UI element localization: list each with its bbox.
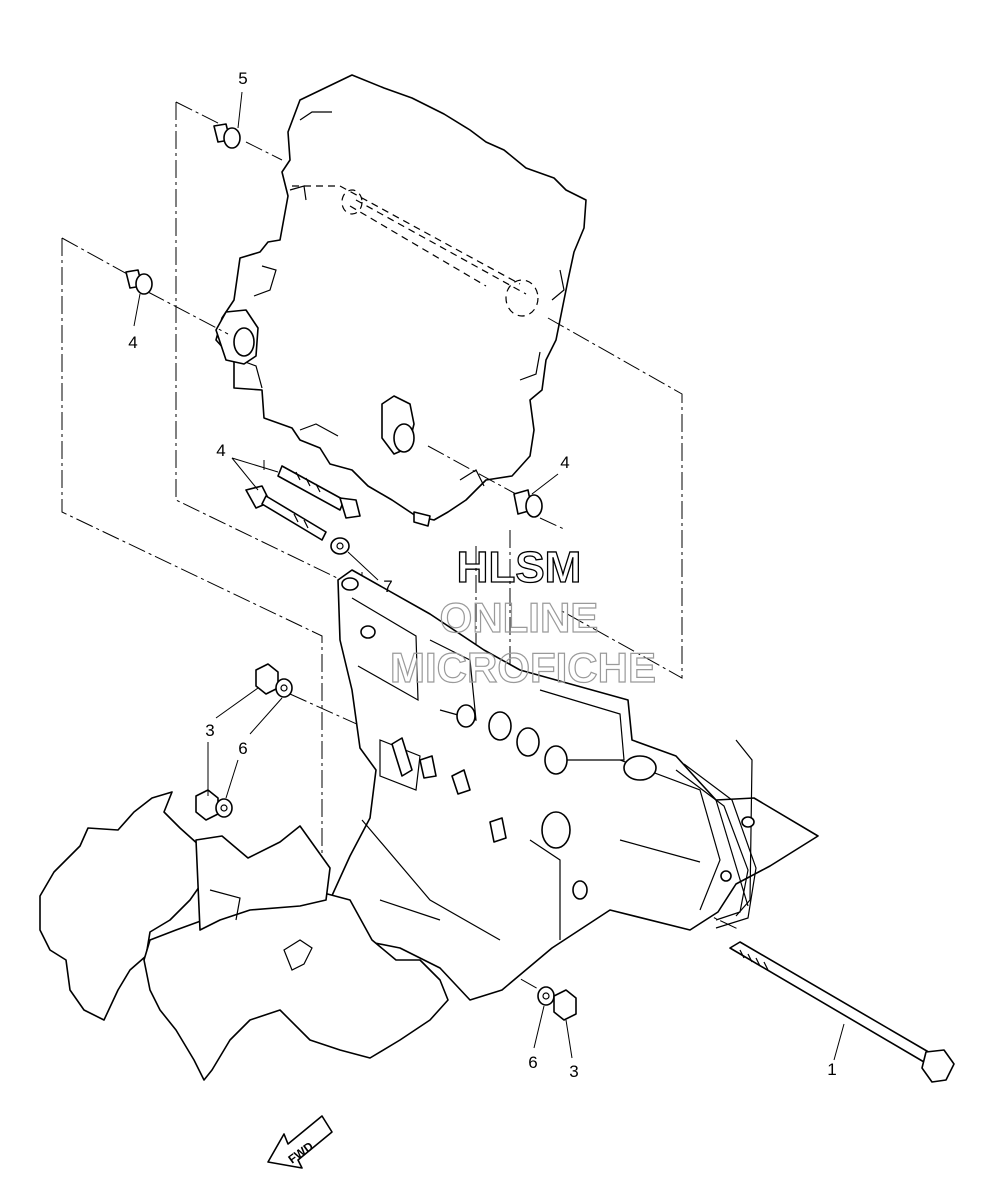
engine-mount-frame: [329, 569, 819, 1001]
watermark-line-3: MICROFICHE: [390, 644, 656, 691]
watermark: HLSM ONLINE MICROFICHE: [389, 542, 656, 691]
callout-1: 1: [827, 1060, 836, 1079]
callout-3-upper: 3: [205, 721, 214, 740]
callout-6-lower: 6: [528, 1053, 537, 1072]
callout-3-lower: 3: [569, 1062, 578, 1081]
washer-part-6-upper: [275, 678, 293, 698]
bolt-part-5: [213, 123, 241, 149]
callout-6-upper: 6: [238, 739, 247, 758]
nut-part-3-upper: [255, 663, 279, 695]
callout-2: 4: [216, 441, 225, 460]
callout-4-upper: 4: [128, 333, 137, 352]
washer-part-7: [330, 537, 350, 555]
bolt-part-4-upper: [125, 269, 153, 295]
nut-part-3-mid: [195, 789, 219, 821]
washer-part-6-mid: [215, 798, 233, 818]
watermark-line-1: HLSM: [457, 543, 582, 592]
fasteners: [125, 123, 955, 1083]
washer-part-6-lower: [537, 986, 555, 1006]
callout-4-lower: 4: [560, 453, 569, 472]
lower-shield-panels: [39, 791, 449, 1081]
bolt-part-4-lower: [513, 489, 543, 518]
engine-block: [215, 74, 587, 527]
callout-5: 5: [238, 69, 247, 88]
bolt-part-2: [245, 465, 361, 541]
nut-part-3-lower: [553, 989, 577, 1021]
callouts: 5 4 4 4 7 3 6 6 3 1: [128, 69, 845, 1081]
fwd-direction-badge: FWD: [267, 1115, 333, 1169]
callout-7: 7: [383, 577, 392, 596]
watermark-line-2: ONLINE: [440, 594, 599, 641]
long-bolt-part-1: [729, 941, 955, 1083]
